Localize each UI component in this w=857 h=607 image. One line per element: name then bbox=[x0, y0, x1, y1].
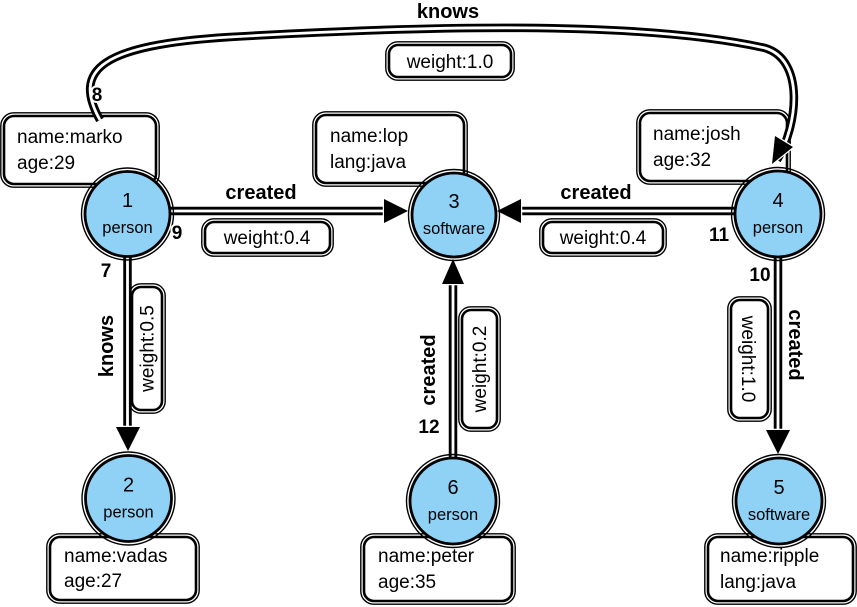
node-3-outer-ring bbox=[407, 168, 501, 262]
weight-box-knows-1-2: weight:0.5 bbox=[128, 283, 166, 414]
ripple-lang-text: lang:java bbox=[720, 572, 796, 593]
weight-box-created-4-5-inner-border bbox=[729, 298, 770, 420]
weight-text-knows-1-4: weight:1.0 bbox=[406, 52, 494, 73]
edge-knows-1-2 bbox=[113, 248, 143, 454]
weight-box-knows-1-2-inner-border bbox=[130, 285, 164, 412]
weight-box-created-1-3: weight:0.4 bbox=[201, 218, 334, 257]
weight-text-created-6-3: weight:0.2 bbox=[470, 326, 491, 414]
node-6-circle bbox=[408, 456, 498, 546]
weight-box-created-4-3-inner-border bbox=[541, 220, 665, 255]
weight-text-created-4-5: weight:1.0 bbox=[737, 315, 758, 403]
property-box-peter: name:peter age:35 bbox=[360, 533, 516, 605]
node-3-circle bbox=[410, 171, 498, 259]
edge-id-8: 8 bbox=[92, 85, 103, 106]
node-6: 6 person bbox=[405, 453, 501, 549]
edge-label-created-6-3: created bbox=[418, 334, 440, 405]
peter-name-text: name:peter bbox=[378, 546, 475, 567]
property-box-vadas: name:vadas age:27 bbox=[46, 533, 200, 604]
arrowhead-knows-1-2 bbox=[113, 425, 143, 454]
node-1: 1 person bbox=[80, 167, 175, 261]
lop-lang-text: lang:java bbox=[330, 152, 406, 173]
edge-created-1-3 bbox=[158, 196, 411, 226]
vadas-age-text: age:27 bbox=[64, 571, 122, 592]
node-1-id-label: 1 bbox=[122, 190, 133, 212]
arrowhead-created-4-3 bbox=[494, 196, 523, 226]
node-1-outer-ring bbox=[80, 167, 175, 261]
arrowhead-knows-1-4 bbox=[770, 133, 796, 167]
property-box-lop-inner-border bbox=[314, 113, 466, 185]
edge-id-11: 11 bbox=[709, 225, 730, 246]
node-5: 5 software bbox=[731, 453, 827, 549]
node-3-type-label: software bbox=[423, 220, 485, 238]
node-2-id-label: 2 bbox=[123, 475, 134, 497]
peter-age-text: age:35 bbox=[378, 572, 436, 593]
weight-box-created-1-3-inner-border bbox=[203, 220, 332, 255]
node-5-outer-ring bbox=[731, 453, 827, 549]
weight-text-created-1-3: weight:0.4 bbox=[223, 228, 311, 249]
edge-id-12: 12 bbox=[418, 417, 439, 438]
edge-created-6-3 bbox=[440, 255, 466, 464]
edge-id-9: 9 bbox=[172, 223, 183, 244]
edge-knows-1-4 bbox=[85, 23, 799, 167]
arrowhead-created-4-5 bbox=[763, 428, 793, 457]
edge-label-created-4-5: created bbox=[784, 309, 806, 380]
property-box-ripple: name:ripple lang:java bbox=[704, 533, 857, 605]
node-2: 2 person bbox=[81, 451, 176, 546]
edge-id-10: 10 bbox=[749, 265, 770, 286]
weight-box-knows-1-4-inner-border bbox=[387, 43, 513, 79]
property-box-lop: name:lop lang:java bbox=[312, 111, 468, 187]
node-5-type-label: software bbox=[748, 506, 810, 524]
weight-text-created-4-3: weight:0.4 bbox=[559, 228, 647, 249]
edge-id-7: 7 bbox=[101, 261, 112, 282]
edge-created-4-5 bbox=[763, 248, 793, 457]
weight-box-created-4-5: weight:1.0 bbox=[727, 296, 772, 422]
edge-knows-1-4-core bbox=[88, 26, 796, 161]
node-2-circle bbox=[84, 454, 173, 543]
node-1-type-label: person bbox=[102, 219, 152, 237]
edge-label-knows-1-4: knows bbox=[417, 1, 479, 23]
node-1-circle bbox=[83, 170, 172, 258]
edge-label-knows-1-2: knows bbox=[96, 315, 118, 377]
marko-name-text: name:marko bbox=[17, 127, 123, 148]
node-3-id-label: 3 bbox=[448, 191, 459, 213]
node-2-outer-ring bbox=[81, 451, 176, 546]
property-box-marko: name:marko age:29 bbox=[0, 112, 160, 188]
node-6-id-label: 6 bbox=[447, 477, 458, 499]
property-box-marko-inner-border bbox=[2, 114, 158, 186]
ripple-name-text: name:ripple bbox=[720, 546, 819, 567]
node-4-type-label: person bbox=[753, 219, 803, 237]
weight-box-knows-1-4: weight:1.0 bbox=[385, 41, 515, 81]
weight-text-knows-1-2: weight:0.5 bbox=[138, 305, 159, 393]
node-6-type-label: person bbox=[428, 506, 478, 524]
josh-name-text: name:josh bbox=[653, 124, 741, 145]
marko-age-text: age:29 bbox=[17, 153, 75, 174]
property-box-josh: name:josh age:32 bbox=[636, 109, 791, 185]
edge-label-created-1-3: created bbox=[225, 182, 296, 204]
arrowhead-created-6-3 bbox=[440, 255, 466, 286]
lop-name-text: name:lop bbox=[330, 126, 408, 147]
vadas-name-text: name:vadas bbox=[64, 546, 168, 567]
weight-box-created-4-3: weight:0.4 bbox=[539, 218, 667, 257]
node-2-type-label: person bbox=[103, 504, 153, 522]
josh-age-text: age:32 bbox=[653, 150, 711, 171]
weight-box-created-6-3: weight:0.2 bbox=[458, 306, 501, 432]
node-3: 3 software bbox=[407, 168, 501, 262]
node-5-circle bbox=[734, 456, 824, 546]
edge-label-created-4-3: created bbox=[560, 182, 631, 204]
node-4-outer-ring bbox=[730, 166, 826, 262]
node-4-circle bbox=[733, 169, 823, 259]
node-5-id-label: 5 bbox=[773, 477, 784, 499]
edge-created-4-3 bbox=[494, 196, 742, 226]
weight-box-created-6-3-inner-border bbox=[460, 308, 499, 430]
node-4-id-label: 4 bbox=[772, 190, 783, 212]
node-4: 4 person bbox=[730, 166, 826, 262]
node-6-outer-ring bbox=[405, 453, 501, 549]
arrowhead-created-1-3 bbox=[382, 196, 411, 226]
